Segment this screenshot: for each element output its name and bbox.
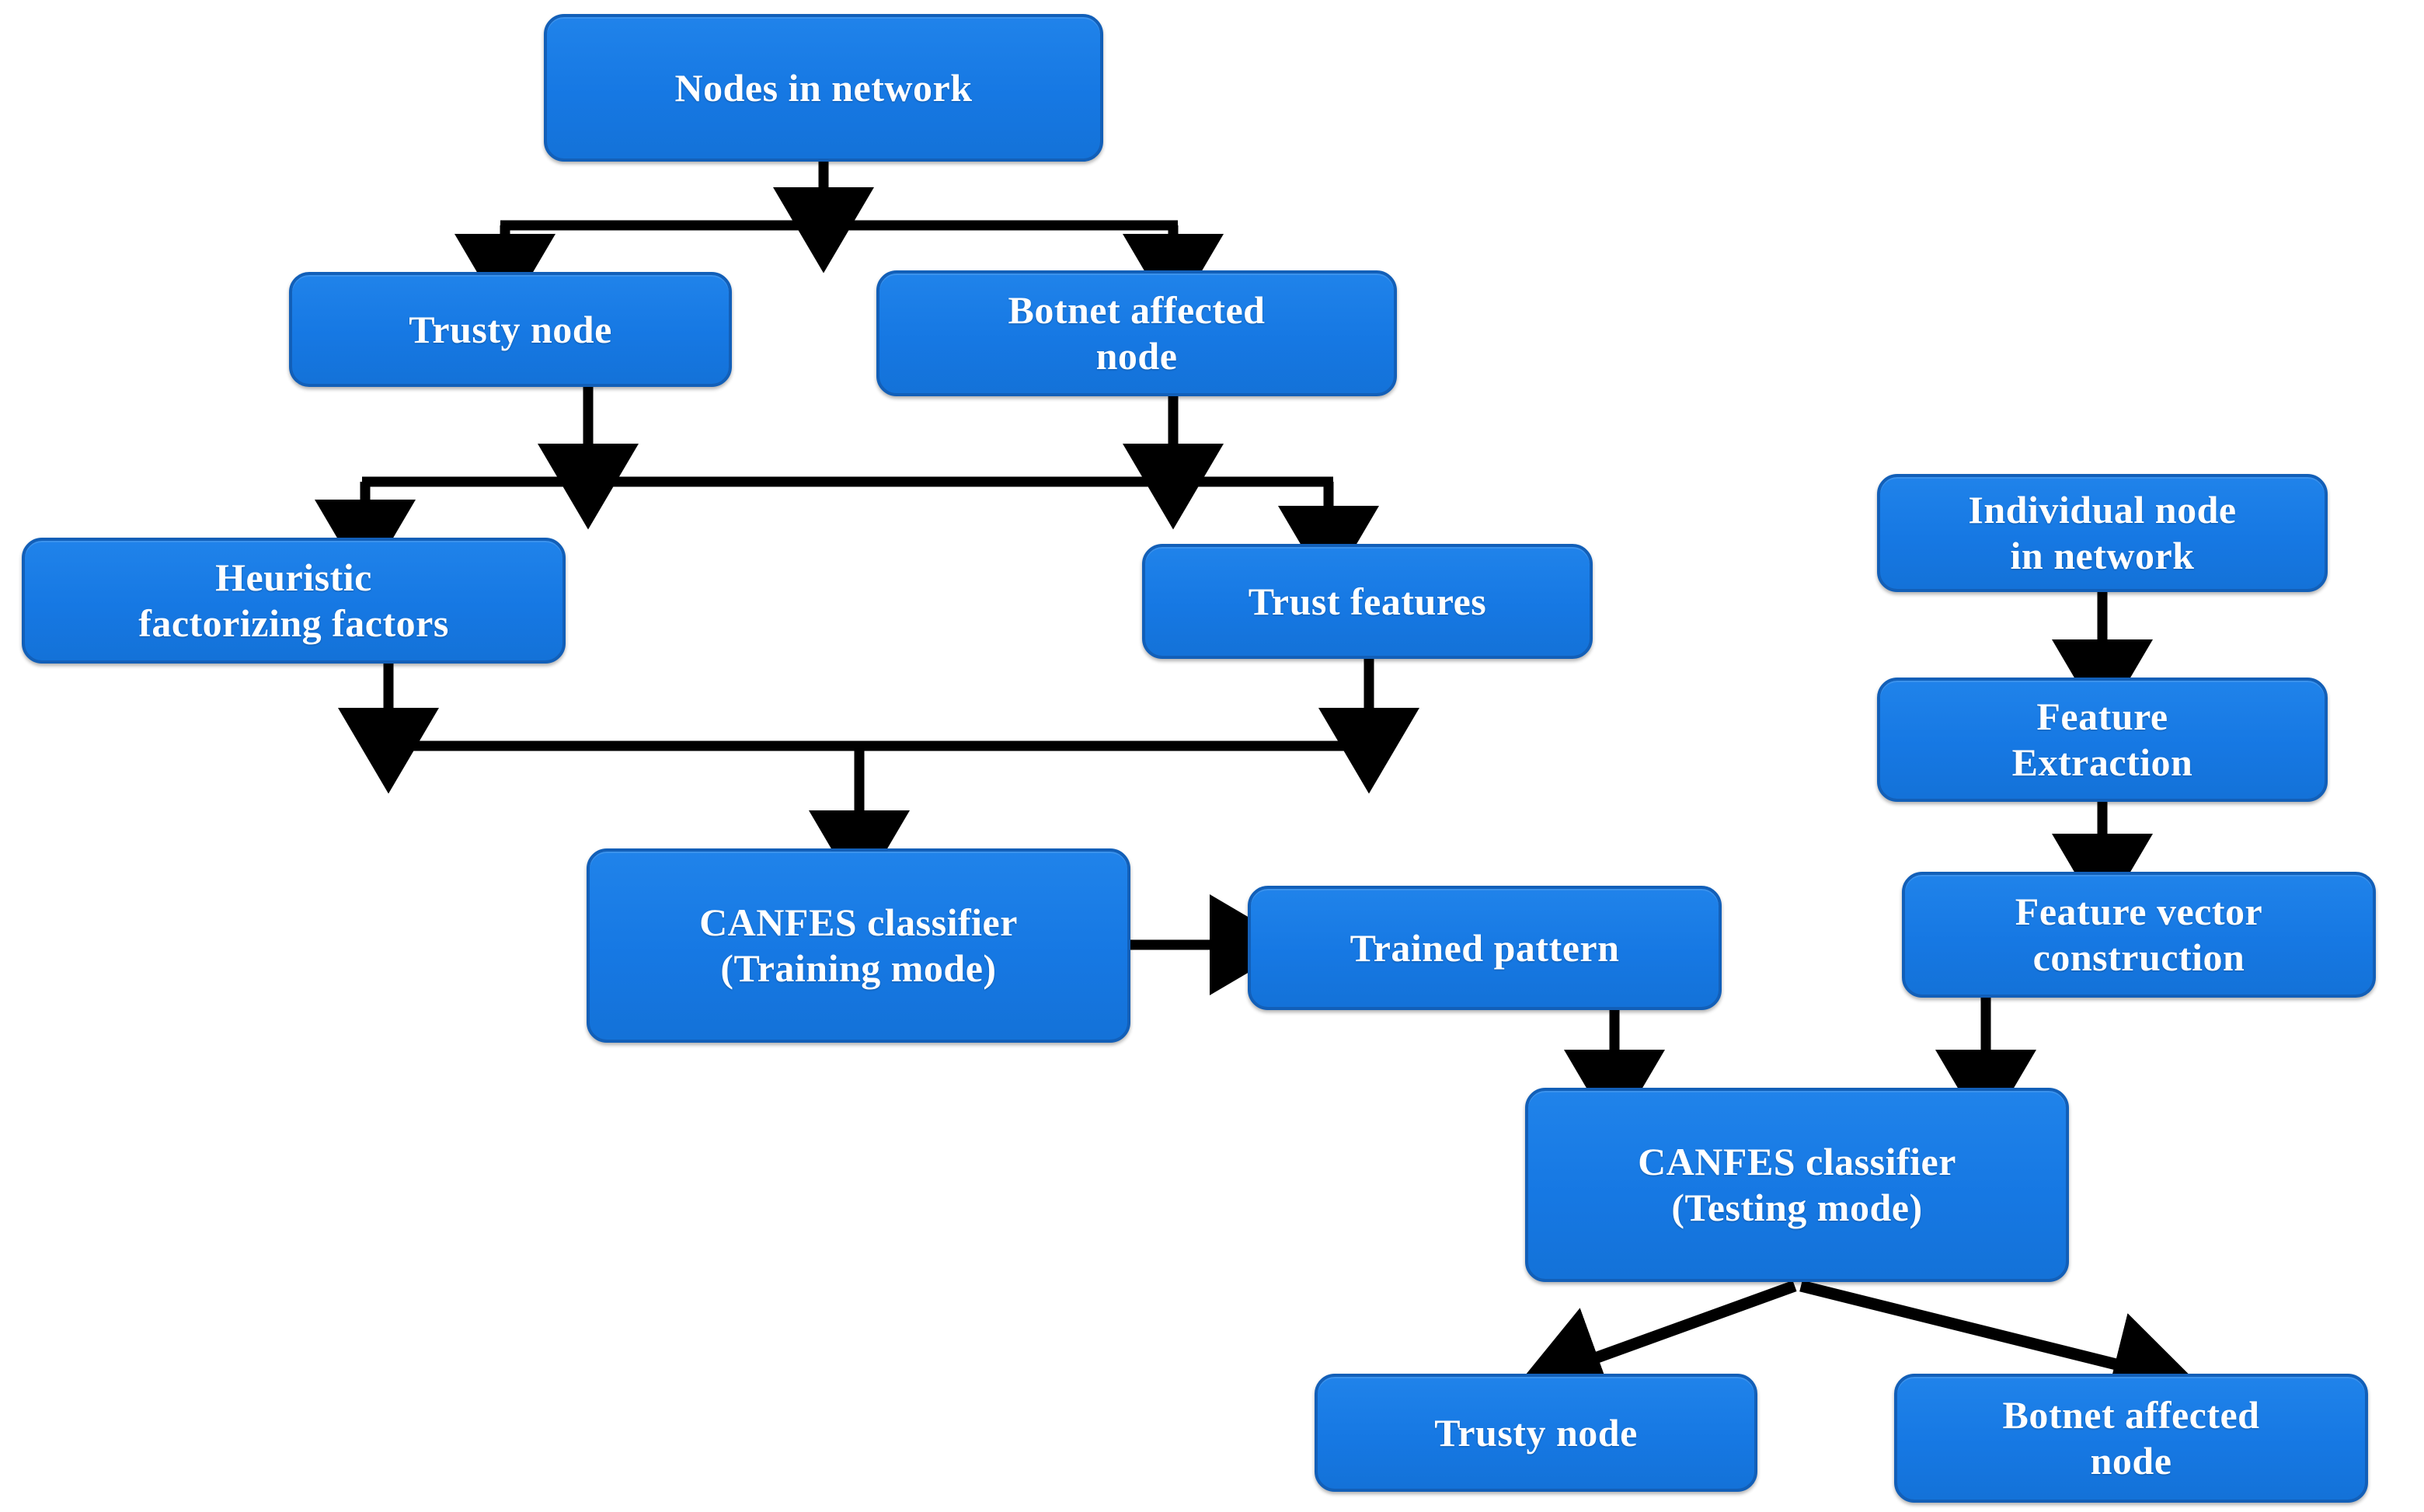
node-trusty-node-train[interactable]: Trusty node [289, 272, 732, 387]
node-trusty-node-result[interactable]: Trusty node [1315, 1374, 1757, 1492]
node-canfes-classifier-testing[interactable]: CANFES classifier (Testing mode) [1525, 1088, 2069, 1282]
node-label: Botnet affected node [1008, 288, 1266, 378]
node-label: Trusty node [1434, 1410, 1638, 1455]
node-individual-node-in-network[interactable]: Individual node in network [1877, 474, 2328, 592]
node-label: CANFES classifier (Training mode) [699, 901, 1018, 990]
node-feature-vector-construction[interactable]: Feature vector construction [1902, 872, 2376, 998]
node-label: Botnet affected node [2002, 1393, 2260, 1482]
node-label: Feature Extraction [2011, 695, 2193, 784]
node-label: Trained pattern [1350, 925, 1620, 970]
node-heuristic-factorizing-factors[interactable]: Heuristic factorizing factors [22, 538, 566, 664]
edge-testing-to-trusty [1515, 1280, 1797, 1407]
node-label: Feature vector construction [2015, 890, 2263, 979]
node-label: Individual node in network [1968, 488, 2237, 577]
node-trained-pattern[interactable]: Trained pattern [1248, 886, 1722, 1010]
node-label: Heuristic factorizing factors [138, 556, 449, 645]
node-canfes-classifier-training[interactable]: CANFES classifier (Training mode) [587, 848, 1130, 1043]
node-feature-extraction[interactable]: Feature Extraction [1877, 678, 2328, 802]
node-botnet-affected-train[interactable]: Botnet affected node [876, 270, 1397, 396]
node-label: Trust features [1248, 579, 1487, 623]
node-botnet-affected-result[interactable]: Botnet affected node [1894, 1374, 2368, 1503]
node-label: Nodes in network [674, 65, 973, 110]
node-trust-features[interactable]: Trust features [1142, 544, 1593, 659]
edge-testing-to-botnet [1799, 1280, 2200, 1416]
node-nodes-in-network[interactable]: Nodes in network [544, 14, 1103, 162]
node-label: Trusty node [409, 307, 612, 351]
node-label: CANFES classifier (Testing mode) [1638, 1140, 1956, 1229]
